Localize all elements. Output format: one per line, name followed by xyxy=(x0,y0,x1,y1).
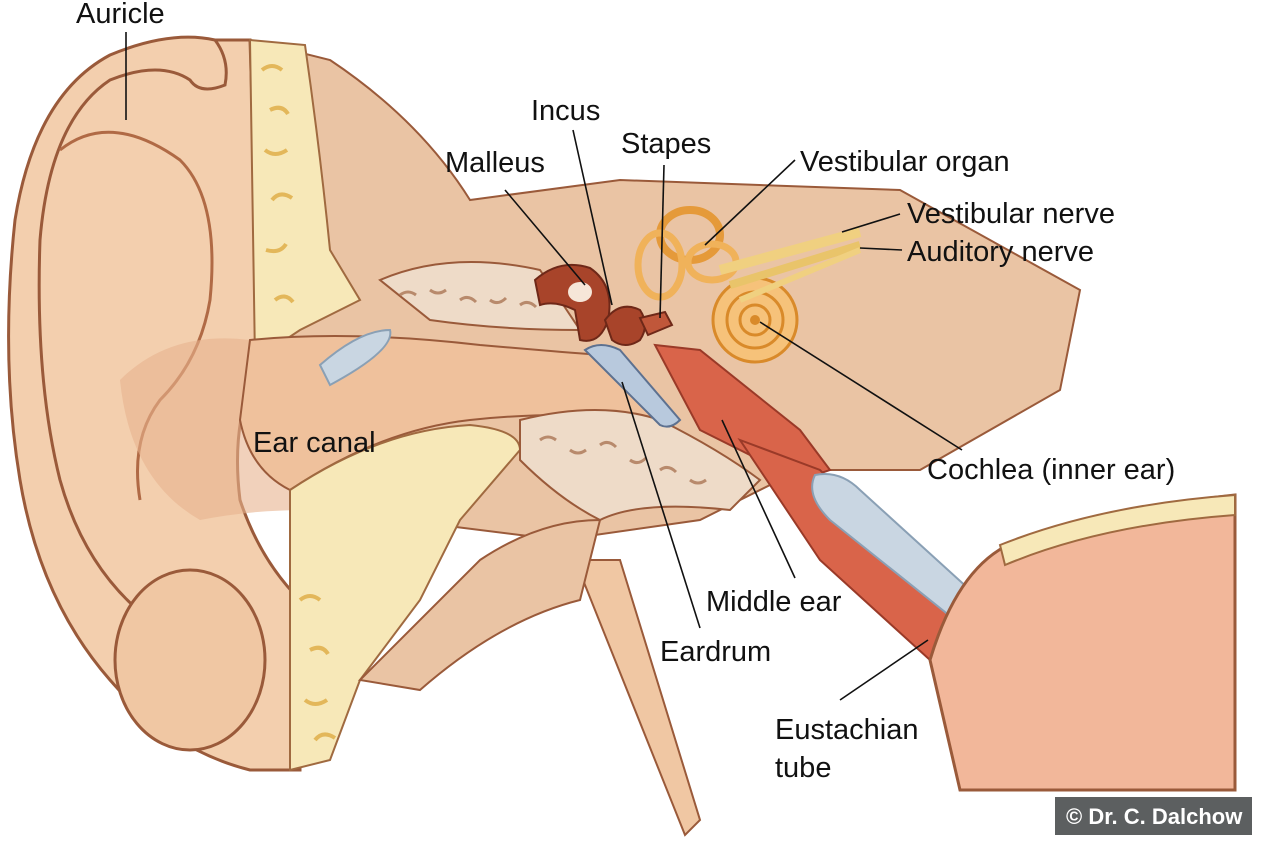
label-malleus: Malleus xyxy=(445,147,545,179)
nasopharynx-bone xyxy=(998,493,1236,567)
labels: Auricle Incus Stapes Malleus Vestibular … xyxy=(76,0,1175,784)
copyright-text: © Dr. C. Dalchow xyxy=(1066,804,1243,829)
lower-bone-cells xyxy=(298,594,337,742)
petrous-cells xyxy=(399,288,538,309)
label-vestibular-organ: Vestibular organ xyxy=(800,146,1010,178)
pointer-middle-ear xyxy=(721,419,796,579)
pointer-auditory-nerve xyxy=(859,247,903,251)
label-middle-ear: Middle ear xyxy=(706,586,842,618)
eardrum-shape xyxy=(583,344,682,428)
stapes-shape xyxy=(638,310,674,337)
pointer-vestibular-nerve xyxy=(841,213,901,233)
copyright-background xyxy=(1055,797,1252,835)
label-eustachian-line1: Eustachian xyxy=(775,714,919,746)
helix-fold xyxy=(37,39,228,622)
pointer-vestibular-organ xyxy=(704,159,796,246)
label-eustachian-line2: tube xyxy=(775,752,831,784)
label-auricle: Auricle xyxy=(76,0,165,30)
incus-shape xyxy=(603,305,646,346)
styloid-process xyxy=(573,559,702,837)
pointer-malleus xyxy=(504,189,586,286)
pointer-cochlea xyxy=(759,321,963,451)
label-vestibular-nerve: Vestibular nerve xyxy=(907,198,1115,230)
lower-bone xyxy=(289,423,522,772)
pointer-stapes xyxy=(659,164,665,319)
cochlea-shape xyxy=(711,276,799,364)
earlobe xyxy=(113,568,267,752)
malleus-head xyxy=(568,282,592,302)
middle-ear-cavity xyxy=(653,343,832,482)
upper-bone-cells xyxy=(260,64,295,304)
label-cochlea: Cochlea (inner ear) xyxy=(927,454,1175,486)
label-eardrum: Eardrum xyxy=(660,636,771,668)
upper-bone xyxy=(248,38,362,362)
cartilage-1 xyxy=(318,328,392,387)
label-incus: Incus xyxy=(531,95,600,127)
nerve-bundle xyxy=(718,227,862,303)
pointer-eustachian xyxy=(839,639,929,701)
pointer-lines xyxy=(125,32,963,701)
mastoid-cells xyxy=(539,435,707,485)
label-auditory-nerve: Auditory nerve xyxy=(907,236,1094,268)
pointer-incus xyxy=(572,129,613,306)
label-stapes: Stapes xyxy=(621,128,711,160)
copyright-badge: © Dr. C. Dalchow xyxy=(1055,797,1252,835)
lower-jaw-tissue xyxy=(357,518,602,692)
label-ear-canal: Ear canal xyxy=(253,427,376,459)
mastoid-bone xyxy=(519,409,762,522)
illustration xyxy=(7,35,1237,837)
pointer-eardrum xyxy=(621,381,701,629)
